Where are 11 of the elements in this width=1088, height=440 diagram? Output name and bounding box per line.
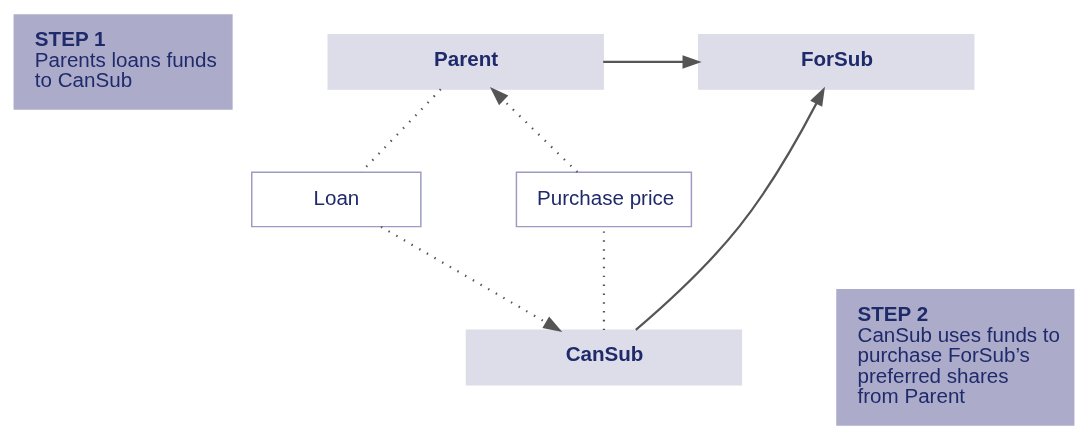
- arrow: [635, 86, 825, 331]
- node-box: Parent: [327, 34, 604, 90]
- node-box: ForSub: [698, 34, 975, 90]
- node-box: Purchase price: [515, 171, 693, 228]
- node-box: CanSub: [465, 329, 743, 386]
- node-box: STEP 1 Parents loans funds to CanSub: [13, 14, 233, 110]
- node-box: Loan: [251, 171, 422, 228]
- node-box: STEP 2 CanSub uses funds to purchase ForSub’s preferred shares from Parent: [836, 289, 1075, 426]
- arrow: [489, 87, 579, 173]
- arrow: [380, 225, 563, 332]
- arrow: [603, 55, 702, 69]
